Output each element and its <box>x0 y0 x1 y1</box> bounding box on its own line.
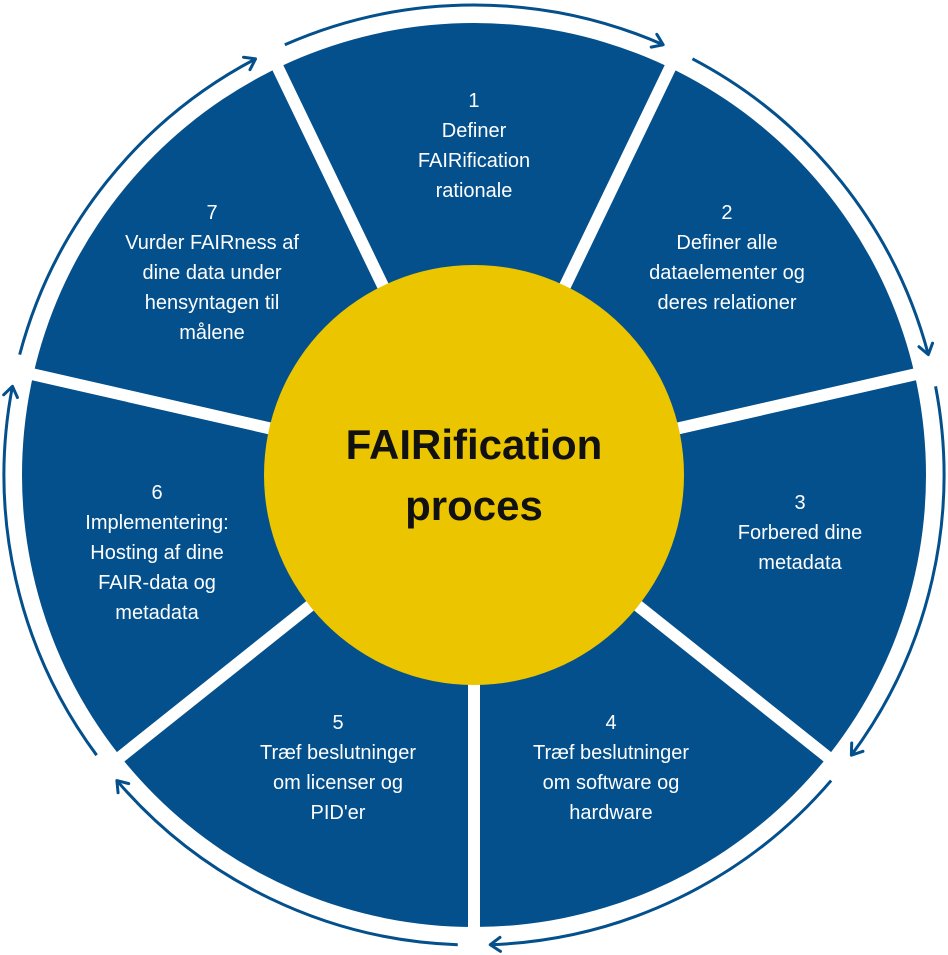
arrowhead-icon <box>649 32 665 49</box>
segment-5-number: 5 <box>332 712 344 734</box>
cycle-arrow-arc <box>115 779 458 947</box>
segment-5-label: 5 Træf beslutninger om licenser og PID'e… <box>260 708 416 828</box>
segment-1-number: 1 <box>468 90 480 112</box>
cycle-arrow-ring <box>2 3 946 953</box>
segment-7-number: 7 <box>206 202 218 224</box>
segment-2-label: 2 Definer alle dataelementer og deres re… <box>649 198 805 318</box>
segment-3-number: 3 <box>794 492 806 514</box>
cycle-arrow-arc <box>850 386 946 757</box>
cycle-arrow-arc <box>284 3 664 47</box>
arrowhead-icon <box>488 935 502 953</box>
center-title: FAIRification proces <box>345 421 603 529</box>
segment-6-label: 6 Implementering: Hosting af dine FAIR-d… <box>85 478 228 628</box>
segment-2-number: 2 <box>721 202 733 224</box>
arrowhead-icon <box>917 341 935 357</box>
cycle-arrow-arc <box>18 57 257 356</box>
cycle-arrow-arc <box>691 57 930 356</box>
arrowhead-icon <box>849 741 865 757</box>
segment-4-label: 4 Træf beslutninger om software og hardw… <box>533 708 689 828</box>
center-circle <box>264 265 684 685</box>
arrowhead-icon <box>115 779 131 795</box>
segment-4-number: 4 <box>605 712 617 734</box>
arrowhead-icon <box>241 55 258 72</box>
segment-1-label: 1 Definer FAIRification rationale <box>418 86 530 206</box>
segment-7-label: 7 Vurder FAIRness af dine data under hen… <box>125 198 299 348</box>
cycle-arrow-arc <box>2 386 98 757</box>
cycle-arrow-arc <box>490 779 833 947</box>
segment-3-label: 3 Forbered dine metadata <box>738 488 863 578</box>
arrowhead-icon <box>2 384 19 399</box>
segment-6-number: 6 <box>151 482 163 504</box>
